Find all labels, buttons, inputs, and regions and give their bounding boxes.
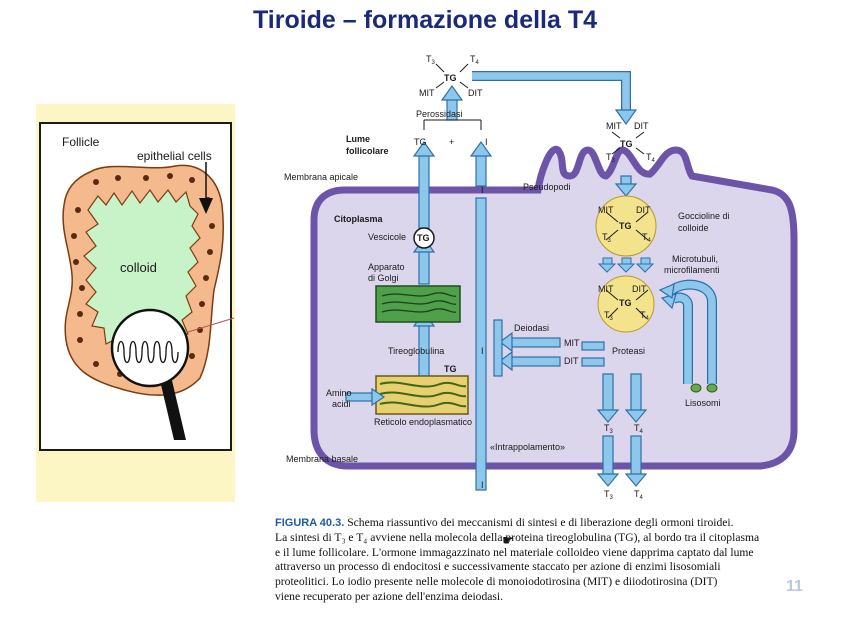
microtubule-arrows	[597, 257, 655, 273]
label-tg-er: TG	[444, 364, 457, 374]
label-membrana-apicale: Membrana apicale	[284, 172, 358, 182]
label-t3-bottom-2: T3	[604, 489, 614, 501]
caption-line-5: proteolitici. Lo iodio presente nelle mo…	[275, 575, 718, 589]
label-goccioline-1: Goccioline di	[678, 211, 730, 221]
follicle-label: Follicle	[62, 135, 100, 149]
label-amino-2: acidi	[332, 399, 351, 409]
caption-line-6: viene recuperato per azione dell'enzima …	[275, 589, 504, 603]
label-pseudopodi: Pseudopodi	[523, 182, 571, 192]
label-t4-right: T4	[646, 152, 656, 164]
label-tg-lumen: TG	[414, 137, 427, 147]
label-tg-right: TG	[620, 139, 633, 149]
caption-line-3: e il lume follicolare. L'ormone immagazz…	[275, 545, 754, 559]
caption-line-4: attraverso un processo di endocitosi e s…	[275, 560, 721, 574]
lysosome-1	[690, 383, 702, 393]
label-drop2-mit: MIT	[598, 284, 614, 294]
label-drop2-tg: TG	[619, 298, 632, 308]
label-t4-top: T4	[470, 54, 480, 66]
tg-to-lumen-channel	[418, 151, 430, 229]
magnifier-lens	[110, 308, 190, 388]
label-iodide-3: I	[481, 480, 484, 490]
colloid-label: colloid	[120, 260, 157, 275]
label-t3-right: T3	[606, 152, 616, 164]
label-drop2-dit: DIT	[632, 284, 647, 294]
colloid-droplet-1	[595, 195, 657, 257]
caption-line-1: FIGURA 40.3. Schema riassuntivo dei mecc…	[275, 516, 734, 529]
label-drop2-t3: T3	[604, 310, 614, 322]
label-plus: +	[449, 137, 454, 147]
label-drop2-t4: T4	[640, 310, 650, 322]
label-dit-right: DIT	[634, 121, 649, 131]
label-perossidasi: Perossidasi	[416, 109, 463, 119]
label-lume-1: Lume	[346, 134, 370, 144]
label-microtubuli-1: Microtubuli,	[672, 254, 718, 264]
pointer-line	[187, 317, 235, 333]
label-tireoglobulina: Tireoglobulina	[388, 346, 444, 356]
page-number: 11	[786, 578, 803, 595]
label-apparato-2: di Golgi	[368, 273, 399, 283]
label-drop1-t3: T3	[602, 232, 612, 244]
label-i-lumen: I	[485, 137, 488, 147]
slide-title: Tiroide – formazione della T4	[252, 6, 598, 34]
caption-line-2: La sintesi di T₃ e T₄ avviene nella mole…	[275, 530, 760, 544]
thyroid-cell-diagram: TG	[310, 63, 798, 491]
colloid-region	[83, 188, 201, 356]
label-drop1-t4: T4	[642, 232, 652, 244]
label-t3-bottom-1: T3	[604, 423, 614, 435]
label-drop1-dit: DIT	[636, 205, 651, 215]
epithelial-cells-label: epithelial cells	[137, 149, 212, 163]
label-deiodasi: Deiodasi	[514, 323, 549, 333]
label-intrappolamento: «Intrappolamento»	[490, 442, 565, 452]
follicle-illustration: Follicle epithelial cells colloid	[39, 122, 235, 451]
label-amino-1: Amino	[326, 388, 352, 398]
cell-labels: TG T3 T4 MIT DIT Perossidasi Lume follic…	[284, 54, 730, 501]
label-t3-top: T3	[426, 54, 436, 66]
label-dit-mid: DIT	[564, 356, 579, 366]
label-citoplasma: Citoplasma	[334, 214, 384, 224]
label-lume-2: follicolare	[346, 146, 389, 156]
label-t4-bottom-2: T4	[634, 489, 644, 501]
label-reticolo: Reticolo endoplasmatico	[374, 417, 472, 427]
label-drop1-mit: MIT	[598, 205, 614, 215]
label-iodide-2: I	[481, 346, 484, 356]
label-proteasi: Proteasi	[612, 346, 645, 356]
figure-caption: FIGURA 40.3. Schema riassuntivo dei mecc…	[275, 516, 820, 605]
label-vescicole: Vescicole	[368, 232, 406, 242]
label-t4-bottom-1: T4	[634, 423, 644, 435]
label-membrana-basale: Membrana basale	[286, 454, 358, 464]
caption-figure-label: FIGURA 40.3.	[275, 517, 345, 529]
tg-vesicle-label: TG	[417, 233, 430, 243]
label-tg-top: TG	[444, 73, 457, 83]
magnifier-handle	[158, 372, 186, 440]
label-apparato-1: Apparato	[368, 262, 405, 272]
pointer-hand-icon: ☛	[502, 532, 515, 548]
label-lisosomi: Lisosomi	[685, 398, 721, 408]
label-goccioline-2: colloide	[678, 223, 709, 233]
label-iodide-1: I	[481, 185, 484, 195]
label-mit-right: MIT	[606, 121, 622, 131]
label-drop1-tg: TG	[619, 221, 632, 231]
colloid-droplet-2	[597, 275, 655, 333]
label-mit-top: MIT	[419, 88, 435, 98]
tg-vesicle	[413, 227, 435, 249]
lysosome-2	[706, 383, 718, 393]
iodide-channel	[475, 197, 487, 491]
label-mit-mid: MIT	[564, 338, 580, 348]
label-dit-top: DIT	[468, 88, 483, 98]
label-microtubuli-2: microfilamenti	[664, 265, 720, 275]
